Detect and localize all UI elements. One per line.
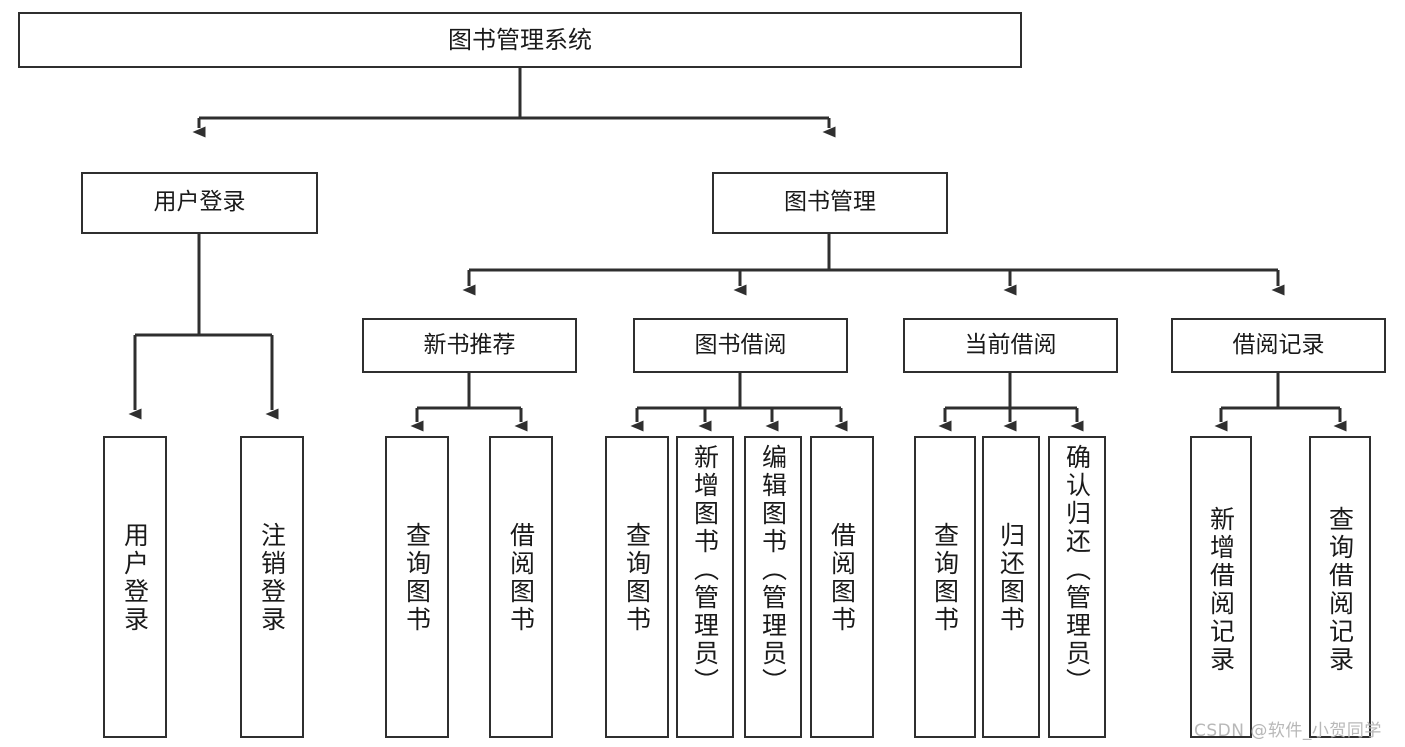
leaf-return-book[interactable]: 归还图书 (982, 436, 1040, 738)
leaf-borrow-book[interactable]: 借阅图书 (810, 436, 874, 738)
leaf-confirm-return-admin[interactable]: 确认归还（管理员） (1048, 436, 1106, 738)
node-book-management[interactable]: 图书管理 (712, 172, 948, 234)
leaf-query-book-recommend[interactable]: 查询图书 (385, 436, 449, 738)
leaf-edit-book-admin[interactable]: 编辑图书（管理员） (744, 436, 802, 738)
node-label: 确认归还（管理员） (1062, 444, 1092, 696)
node-label: 图书借阅 (694, 331, 787, 358)
csdn-watermark: CSDN @软件_小贺同学 (1194, 721, 1382, 741)
leaf-query-book-current[interactable]: 查询图书 (914, 436, 976, 738)
node-current-borrow[interactable]: 当前借阅 (903, 318, 1118, 373)
node-label: 归还图书 (996, 522, 1026, 634)
node-book-borrow[interactable]: 图书借阅 (633, 318, 848, 373)
leaf-query-borrow-record[interactable]: 查询借阅记录 (1309, 436, 1371, 738)
node-label: 用户登录 (153, 189, 246, 216)
node-label: 借阅记录 (1232, 331, 1325, 358)
node-label: 查询图书 (930, 522, 960, 634)
leaf-add-borrow-record[interactable]: 新增借阅记录 (1190, 436, 1252, 738)
node-label: 图书管理 (784, 189, 876, 216)
node-label: 新增借阅记录 (1206, 506, 1236, 674)
node-label: 新增图书（管理员） (690, 444, 720, 696)
node-user-login[interactable]: 用户登录 (81, 172, 318, 234)
leaf-user-login[interactable]: 用户登录 (103, 436, 167, 738)
leaf-borrow-book-recommend[interactable]: 借阅图书 (489, 436, 553, 738)
leaf-query-book-borrow[interactable]: 查询图书 (605, 436, 669, 738)
node-label: 图书管理系统 (448, 25, 592, 54)
node-borrow-record[interactable]: 借阅记录 (1171, 318, 1386, 373)
node-label: 借阅图书 (827, 522, 857, 634)
leaf-logout-login[interactable]: 注销登录 (240, 436, 304, 738)
node-label: 当前借阅 (964, 331, 1057, 358)
node-label: 查询图书 (402, 522, 432, 634)
node-label: 借阅图书 (506, 522, 536, 634)
node-label: 查询借阅记录 (1325, 506, 1355, 674)
leaf-add-book-admin[interactable]: 新增图书（管理员） (676, 436, 734, 738)
node-label: 新书推荐 (423, 331, 516, 358)
node-label: 用户登录 (120, 522, 150, 634)
node-root-system[interactable]: 图书管理系统 (18, 12, 1022, 68)
node-new-book-recommend[interactable]: 新书推荐 (362, 318, 577, 373)
node-label: 查询图书 (622, 522, 652, 634)
node-label: 编辑图书（管理员） (758, 444, 788, 696)
node-label: 注销登录 (257, 522, 287, 634)
